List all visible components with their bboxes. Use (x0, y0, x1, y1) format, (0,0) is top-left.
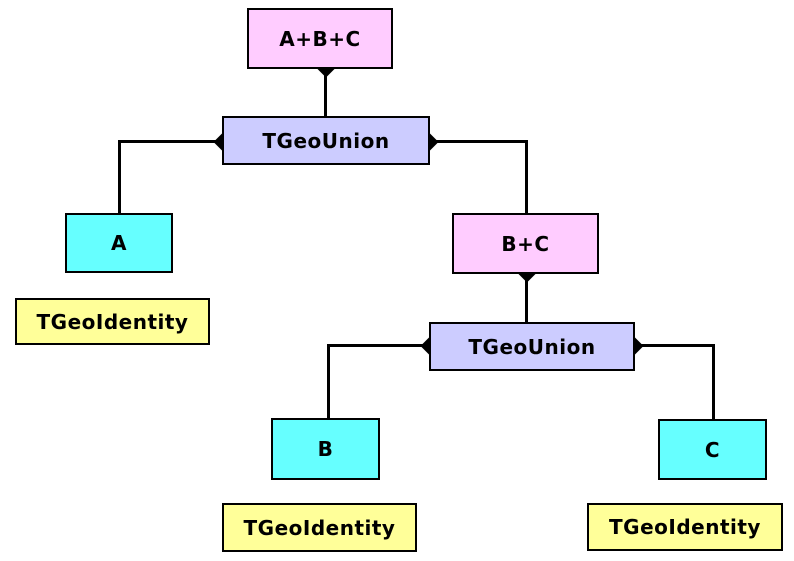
node-tgeoidentity-a: TGeoIdentity (15, 298, 210, 345)
edge-union-top-to-a-vertical (118, 140, 121, 213)
node-c: C (658, 419, 767, 480)
edge-union-top-to-bc-vertical (525, 140, 528, 213)
node-bc: B+C (452, 213, 599, 274)
edge-union-top-to-a-horizontal (118, 140, 222, 143)
edge-union-bottom-to-b-horizontal (327, 344, 429, 347)
node-tgeoidentity-c: TGeoIdentity (587, 503, 783, 551)
edge-abc-to-union-top (324, 69, 327, 116)
node-a: A (65, 213, 173, 273)
node-b: B (271, 418, 380, 480)
edge-bc-to-union-bottom (525, 274, 528, 322)
edge-union-bottom-to-c-vertical (712, 344, 715, 419)
node-tgeoidentity-b: TGeoIdentity (222, 503, 417, 552)
node-abc: A+B+C (247, 8, 393, 69)
edge-union-top-to-bc-horizontal (430, 140, 528, 143)
node-tgeounion-top: TGeoUnion (222, 116, 430, 165)
edge-union-bottom-to-b-vertical (327, 344, 330, 418)
edge-union-bottom-to-c-horizontal (635, 344, 715, 347)
node-tgeounion-bottom: TGeoUnion (429, 322, 635, 371)
